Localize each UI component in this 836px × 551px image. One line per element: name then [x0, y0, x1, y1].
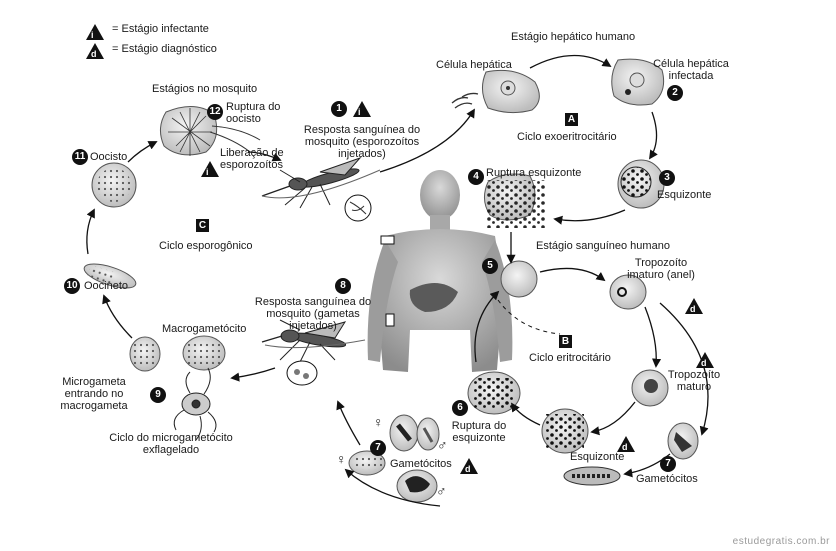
sporozoites-entering — [451, 92, 479, 109]
step-12-badge: 12 — [207, 104, 223, 120]
red-blood-cell-5 — [500, 260, 538, 298]
step-10-label: Oocineto — [84, 280, 129, 292]
step-7a-label: Gametócitos — [390, 458, 452, 470]
gametocyte-diagnostic-symbol: d — [465, 464, 471, 474]
inset-box-lower — [385, 313, 395, 327]
immature-diagnostic-symbol: d — [690, 304, 696, 314]
cycle-a-label: Ciclo exoeritrocitário — [517, 131, 617, 143]
ruptured-liver-schizont — [484, 173, 546, 228]
immature-trophozoite-label: Tropozoíto imaturo (anel) — [627, 257, 695, 281]
gamete-inset — [286, 360, 318, 386]
release-infective-symbol: i — [206, 167, 209, 177]
cycle-arrows — [86, 54, 709, 507]
blood-schizont-label: Esquizonte — [570, 451, 625, 463]
cycle-b-label: Ciclo eritrocitário — [529, 352, 611, 364]
cycle-b-badge: B — [559, 335, 572, 348]
step-11-label: Oocisto — [90, 151, 128, 163]
step-12-label: Ruptura do oocisto — [226, 101, 281, 125]
cycle-a-badge: A — [565, 113, 578, 126]
immature-trophozoite-cell — [609, 274, 647, 310]
schizont-diagnostic-symbol: d — [622, 442, 628, 452]
step-2-label: Célula hepática infectada — [653, 58, 729, 82]
step-9-badge: 9 — [150, 387, 166, 403]
liver-stage-title: Estágio hepático humano — [511, 31, 636, 43]
step-5-badge: 5 — [482, 258, 498, 274]
cycle-c-badge: C — [196, 219, 209, 232]
legend-infective-symbol: i — [91, 30, 94, 40]
macrogametocyte-label: Macrogametócito — [162, 323, 247, 335]
step-3-label: Esquizonte — [657, 189, 712, 201]
sporozoite-release-label: Liberação de esporozoítos — [220, 147, 284, 171]
mature-trophozoite-label: Tropozoíto maturo — [667, 369, 721, 393]
step-2-badge: 2 — [667, 85, 683, 101]
step-7b-label: Gametócitos — [636, 473, 698, 485]
ruptured-oocyst — [160, 106, 261, 156]
step-1-label: Resposta sanguínea do mosquito (esporozo… — [303, 124, 421, 160]
mature-diagnostic-symbol: d — [701, 358, 707, 368]
infective-triangles — [86, 24, 371, 177]
step-7a-badge: 7 — [370, 440, 386, 456]
mosquito-lower — [261, 319, 366, 363]
mosquito-upper — [261, 156, 381, 209]
liver-organ — [409, 282, 458, 312]
legend-infective-label: = Estágio infectante — [112, 23, 209, 35]
step-11-badge: 11 — [72, 149, 88, 165]
step-8-badge: 8 — [335, 278, 351, 294]
male-symbol-1: ♂ — [437, 437, 448, 453]
step-6-badge: 6 — [452, 400, 468, 416]
step-8-label: Resposta sanguínea do mosquito (gametas … — [254, 296, 372, 332]
hepatic-cell-label: Célula hepática — [436, 59, 512, 71]
male-symbol-2: ♂ — [436, 483, 447, 499]
step-1-infective-symbol: i — [358, 107, 361, 117]
step-10-badge: 10 — [64, 278, 80, 294]
legend-diagnostic-symbol: d — [91, 49, 97, 59]
exflagellation-label: Ciclo do microgametócito exflagelado — [109, 432, 233, 456]
blood-stage-title: Estágio sanguíneo humano — [536, 240, 670, 252]
legend-diagnostic-label: = Estágio diagnóstico — [112, 43, 217, 55]
step-3-badge: 3 — [659, 170, 675, 186]
inset-box-upper — [380, 235, 395, 245]
mosquito-stages-title: Estágios no mosquito — [152, 83, 258, 95]
sporozoite-inset — [344, 194, 372, 222]
step-4-label: Ruptura esquizonte — [486, 167, 582, 179]
cycle-c-label: Ciclo esporogônico — [159, 240, 253, 252]
female-symbol-2: ♀ — [336, 451, 347, 467]
step-1-badge: 1 — [331, 101, 347, 117]
step-7b-badge: 7 — [660, 456, 676, 472]
step-6-label: Ruptura do esquizonte — [451, 420, 507, 444]
diagnostic-triangles — [86, 43, 714, 474]
watermark: estudegratis.com.br — [732, 536, 830, 547]
exflagellation — [173, 367, 217, 441]
female-symbol-1: ♀ — [373, 414, 384, 430]
step-4-badge: 4 — [468, 169, 484, 185]
step-9-label: Microgameta entrando no macrogameta — [60, 376, 128, 412]
